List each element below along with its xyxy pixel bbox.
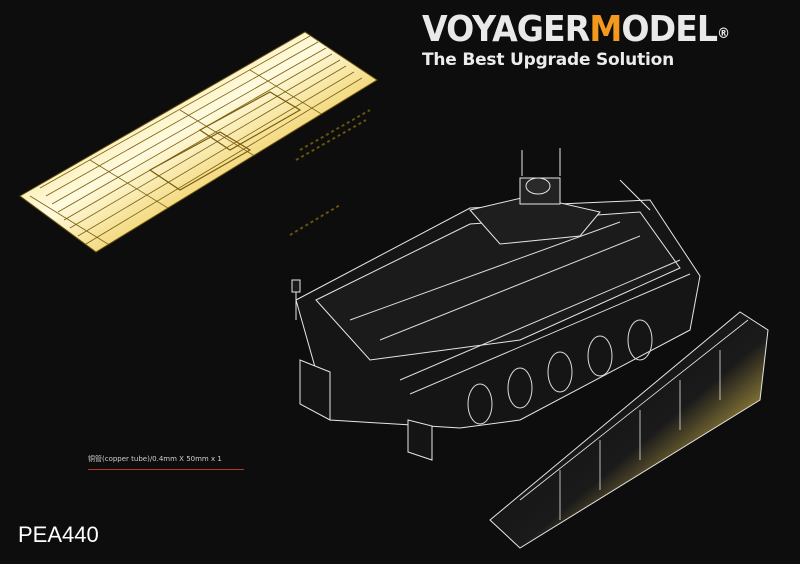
vehicle-line-art bbox=[291, 148, 701, 461]
brand-tagline: The Best Upgrade Solution bbox=[422, 50, 675, 70]
caption-divider bbox=[88, 469, 244, 470]
brand-header: VOYAGERMODEL® The Best Upgrade Solution bbox=[422, 10, 782, 80]
registered-mark: ® bbox=[717, 26, 730, 42]
logo-suffix: ODEL bbox=[621, 9, 718, 50]
logo-prefix: VOYAGER bbox=[422, 9, 590, 50]
logo-accent: M bbox=[589, 9, 622, 50]
photo-etch-fret bbox=[19, 31, 378, 253]
copper-tube-caption: 铜管(copper tube)/0.4mm X 50mm x 1 bbox=[88, 455, 222, 463]
product-code: PEA440 bbox=[18, 522, 99, 547]
side-skirt-part bbox=[489, 311, 769, 549]
brand-logo: VOYAGERMODEL® bbox=[422, 10, 753, 50]
